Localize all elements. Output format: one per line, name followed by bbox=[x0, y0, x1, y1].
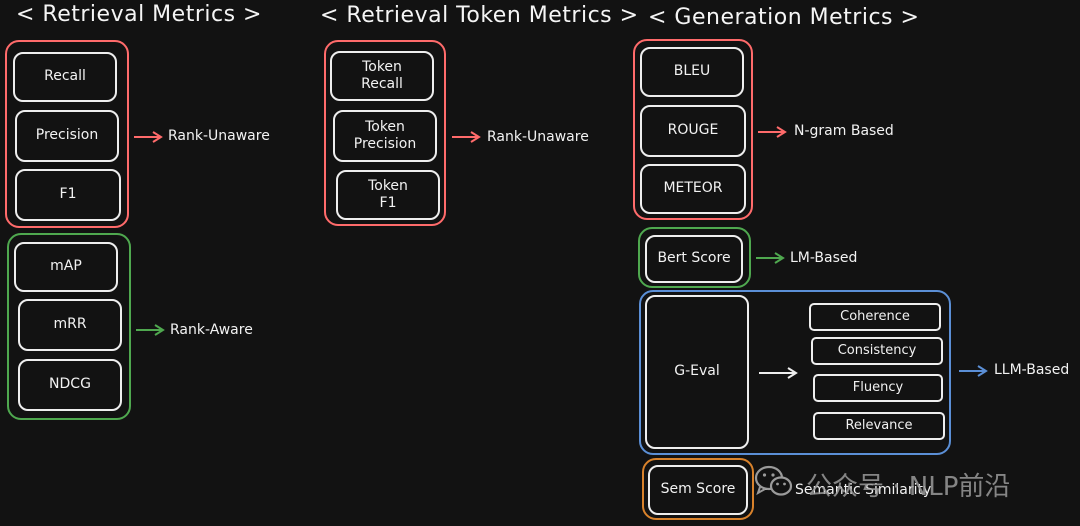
ndcg-box: NDCG bbox=[18, 359, 122, 411]
sem-score-box: Sem Score bbox=[648, 465, 748, 515]
rouge-box: ROUGE bbox=[640, 105, 746, 157]
bleu-box: BLEU bbox=[640, 47, 744, 97]
retrieval-rank-aware-arrow bbox=[135, 323, 165, 337]
recall-box: Recall bbox=[13, 52, 117, 102]
precision-box: Precision bbox=[15, 110, 119, 162]
semantic-group: Sem Score bbox=[642, 458, 754, 520]
wechat-icon bbox=[754, 465, 794, 503]
generation-metrics-heading: < Generation Metrics > bbox=[648, 5, 920, 30]
ngram-label: N-gram Based bbox=[794, 123, 894, 139]
retrieval-rank-unaware-arrow bbox=[133, 130, 163, 144]
retrieval-token-arrow bbox=[451, 130, 481, 144]
lm-label: LM-Based bbox=[790, 250, 858, 266]
retrieval-rank-aware-group: mAP mRR NDCG bbox=[7, 233, 131, 420]
retrieval-rank-unaware-group: Recall Precision F1 bbox=[5, 40, 129, 228]
llm-label: LLM-Based bbox=[994, 362, 1070, 378]
meteor-box: METEOR bbox=[640, 164, 746, 214]
retrieval-token-label: Rank-Unaware bbox=[487, 129, 589, 145]
ngram-arrow bbox=[757, 125, 787, 139]
retrieval-token-metrics-heading: < Retrieval Token Metrics > bbox=[320, 3, 639, 28]
lm-arrow bbox=[755, 251, 785, 265]
g-eval-box: G-Eval bbox=[645, 295, 749, 449]
llm-group: G-Eval Coherence Consistency Fluency Rel… bbox=[639, 290, 951, 455]
retrieval-rank-unaware-label: Rank-Unaware bbox=[168, 128, 270, 144]
bert-score-box: Bert Score bbox=[645, 235, 743, 283]
watermark-text: 公众号 · NLP前沿 bbox=[806, 472, 1011, 502]
lm-group: Bert Score bbox=[638, 227, 751, 288]
token-recall-box: Token Recall bbox=[330, 51, 434, 101]
retrieval-rank-aware-label: Rank-Aware bbox=[170, 322, 253, 338]
retrieval-metrics-heading: < Retrieval Metrics > bbox=[16, 2, 262, 27]
mrr-box: mRR bbox=[18, 299, 122, 351]
semantic-label: Semantic Similarity bbox=[795, 482, 932, 498]
coherence-box: Coherence bbox=[809, 303, 941, 331]
ngram-group: BLEU ROUGE METEOR bbox=[633, 39, 753, 220]
llm-arrow bbox=[958, 364, 988, 378]
consistency-box: Consistency bbox=[811, 337, 943, 365]
token-f1-box: Token F1 bbox=[336, 170, 440, 220]
g-eval-arrow bbox=[758, 366, 798, 380]
fluency-box: Fluency bbox=[813, 374, 943, 402]
retrieval-token-group: Token Recall Token Precision Token F1 bbox=[324, 40, 446, 226]
relevance-box: Relevance bbox=[813, 412, 945, 440]
f1-box: F1 bbox=[15, 169, 121, 221]
token-precision-box: Token Precision bbox=[333, 110, 437, 162]
map-box: mAP bbox=[14, 242, 118, 292]
